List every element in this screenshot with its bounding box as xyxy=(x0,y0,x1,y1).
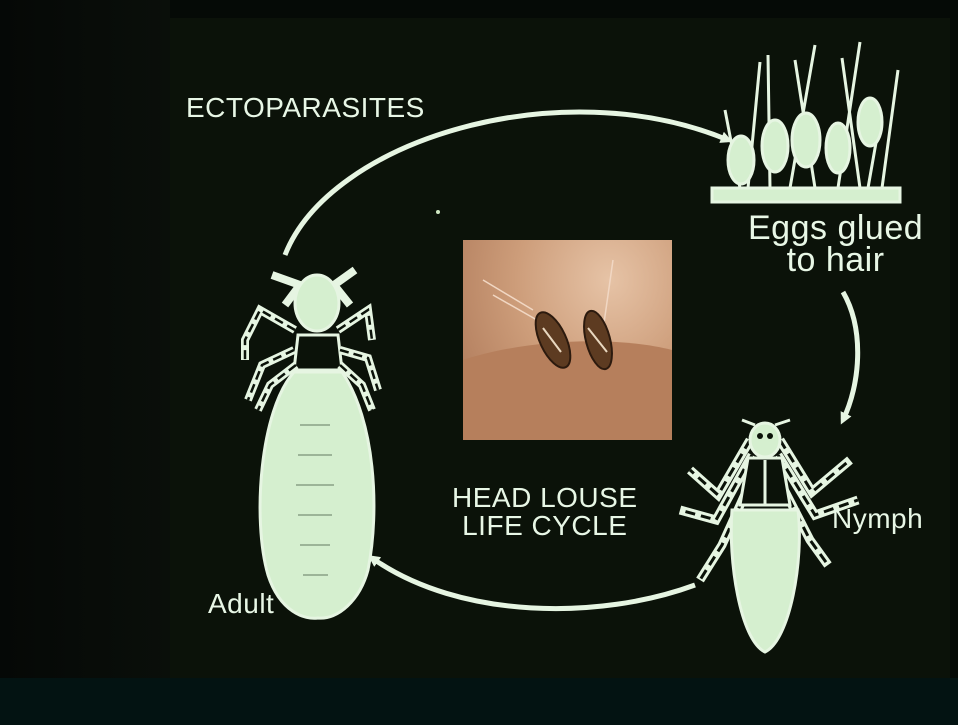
label-nymph: Nymph xyxy=(832,505,923,533)
label-adult: Adult xyxy=(208,590,274,618)
label-eggs: Eggs glued to hair xyxy=(748,212,923,276)
photo-illustration xyxy=(463,240,672,440)
center-title-line1: HEAD LOUSE xyxy=(452,484,638,512)
head-louse-photo xyxy=(463,240,672,440)
center-title: HEAD LOUSE LIFE CYCLE xyxy=(452,484,638,540)
label-eggs-line1: Eggs glued xyxy=(748,212,923,244)
eggs-on-hair-illustration xyxy=(712,42,900,202)
adult-louse-illustration xyxy=(245,270,378,618)
speck xyxy=(436,210,440,214)
arrow-adult-to-eggs xyxy=(285,112,728,255)
title-ectoparasites: ECTOPARASITES xyxy=(186,94,425,122)
center-title-line2: LIFE CYCLE xyxy=(452,512,638,540)
nymph-illustration xyxy=(680,420,858,652)
arrow-eggs-to-nymph xyxy=(843,292,858,420)
arrow-nymph-to-adult xyxy=(372,558,695,609)
label-eggs-line2: to hair xyxy=(748,244,923,276)
